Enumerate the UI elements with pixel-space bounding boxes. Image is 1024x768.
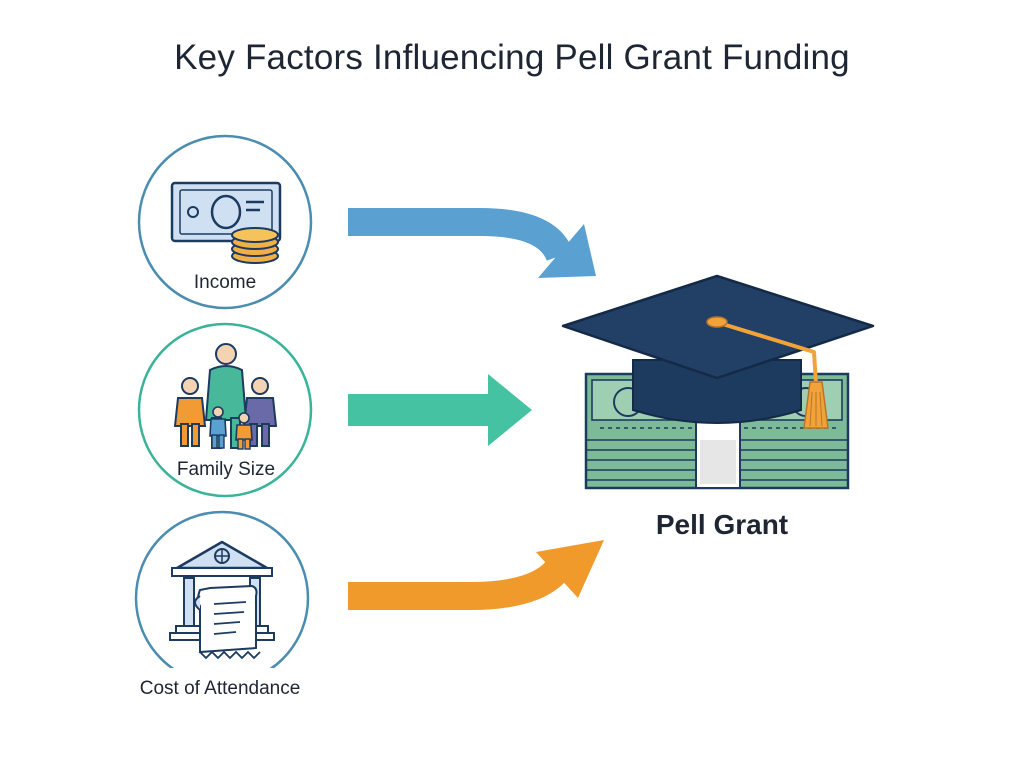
university-receipt-icon bbox=[169, 540, 275, 660]
arrow-family-size bbox=[348, 374, 532, 446]
diagram-title: Key Factors Influencing Pell Grant Fundi… bbox=[174, 38, 850, 77]
result-label: Pell Grant bbox=[656, 509, 788, 540]
graduation-cap-icon bbox=[561, 274, 875, 429]
factor-label: Income bbox=[194, 272, 256, 293]
factor-label: Cost of Attendance bbox=[140, 678, 301, 699]
arrow-income bbox=[348, 208, 596, 278]
factor-family-size: Family Size bbox=[137, 322, 313, 498]
money-coins-icon bbox=[170, 181, 282, 264]
graduation-cap-money-icon bbox=[561, 274, 875, 490]
factor-label: Family Size bbox=[177, 459, 275, 480]
factor-income: Income bbox=[137, 134, 313, 310]
family-icon bbox=[173, 343, 278, 450]
arrow-cost-of-attendance bbox=[348, 540, 604, 610]
factor-cost-of-attendance: Cost of Attendance bbox=[120, 510, 330, 702]
